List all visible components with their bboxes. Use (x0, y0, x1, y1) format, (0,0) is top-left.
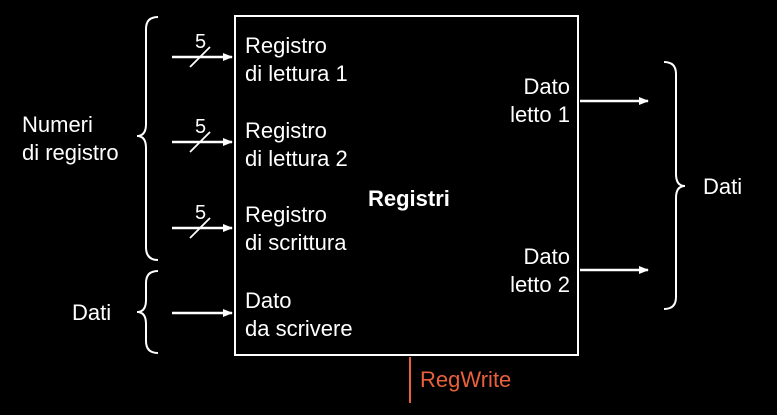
read-data-1-line1: Dato (523, 74, 570, 99)
write-register-line1: Registro (245, 202, 327, 227)
right-data-group-label: Dati (703, 174, 743, 199)
read-register-1-bus-slash (189, 46, 211, 68)
read-data-1-label: Dato letto 1 (480, 73, 570, 129)
write-data-line2: da scrivere (245, 316, 353, 341)
read-register-2-bus-slash (189, 131, 211, 153)
register-numbers-line2: di registro (22, 140, 119, 165)
read-register-2-line2: di lettura 2 (245, 146, 348, 171)
write-register-bus-width: 5 (195, 202, 207, 224)
read-data-1-line2: letto 1 (510, 102, 570, 127)
left-data-brace (136, 270, 159, 354)
read-register-2-line1: Registro (245, 118, 327, 143)
register-numbers-brace (136, 16, 159, 261)
register-file-title: Registri (368, 186, 450, 211)
read-register-1-label: Registro di lettura 1 (245, 32, 348, 88)
right-data-brace (663, 61, 686, 310)
read-register-2-label: Registro di lettura 2 (245, 117, 348, 173)
register-file-box (234, 15, 579, 356)
read-data-2-label: Dato letto 2 (480, 243, 570, 299)
regwrite-label: RegWrite (420, 367, 512, 392)
left-data-group-label: Dati (72, 300, 112, 325)
write-data-line1: Dato (245, 288, 292, 313)
read-register-1-line2: di lettura 1 (245, 61, 348, 86)
read-data-2-line2: letto 2 (510, 272, 570, 297)
write-register-label: Registro di scrittura (245, 201, 346, 257)
register-numbers-group-label: Numeri di registro (22, 111, 119, 167)
write-register-line2: di scrittura (245, 230, 347, 255)
read-data-2-line1: Dato (523, 244, 570, 269)
write-register-bus-slash (189, 217, 211, 239)
read-register-1-line1: Registro (245, 33, 327, 58)
read-register-1-bus-width: 5 (195, 31, 207, 53)
write-data-label: Dato da scrivere (245, 287, 353, 343)
read-register-2-bus-width: 5 (195, 116, 207, 138)
register-numbers-line1: Numeri (22, 112, 93, 137)
